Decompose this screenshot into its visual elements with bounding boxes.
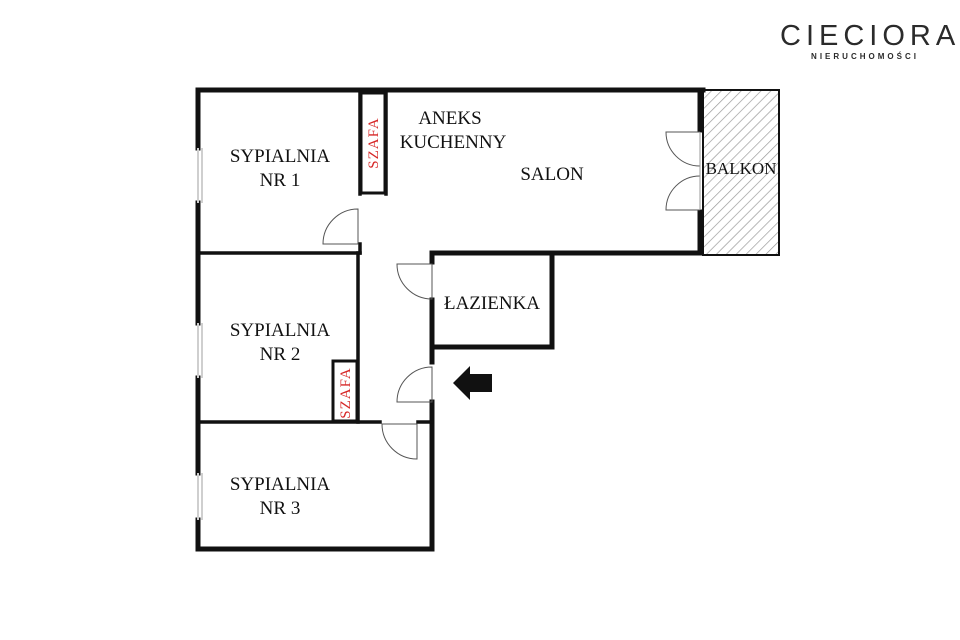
brand-subtitle: NIERUCHOMOŚCI xyxy=(811,52,919,61)
label-wardrobe-2: SZAFA xyxy=(338,367,354,418)
door-balcony-lower xyxy=(665,175,701,211)
brand-logo: CIECIORA NIERUCHOMOŚCI xyxy=(780,20,960,61)
label-wardrobe-1: SZAFA xyxy=(366,117,382,168)
label-bedroom-3-line1: SYPIALNIA xyxy=(230,474,331,495)
door-entrance xyxy=(396,366,433,403)
label-kitchenette-line1: ANEKS xyxy=(418,108,481,129)
door-bathroom xyxy=(396,263,433,300)
walls xyxy=(195,87,706,552)
doors xyxy=(322,131,701,460)
brand-name: CIECIORA xyxy=(780,20,960,52)
label-bathroom: ŁAZIENKA xyxy=(444,293,540,314)
label-balcony: BALKON xyxy=(706,159,777,178)
door-bedroom-3 xyxy=(381,423,418,460)
label-bedroom-2-line1: SYPIALNIA xyxy=(230,320,331,341)
label-bedroom-1-line2: NR 1 xyxy=(260,170,301,191)
windows xyxy=(197,148,203,520)
label-living-room: SALON xyxy=(520,164,584,185)
interior-walls xyxy=(196,90,434,424)
arrow-left-icon xyxy=(453,366,492,400)
door-balcony-upper xyxy=(665,131,701,167)
label-kitchenette-line2: KUCHENNY xyxy=(400,132,507,153)
label-bedroom-1-line1: SYPIALNIA xyxy=(230,146,331,167)
door-bedroom-1 xyxy=(322,208,359,245)
label-bedroom-2-line2: NR 2 xyxy=(260,344,301,365)
label-bedroom-3-line2: NR 3 xyxy=(260,498,301,519)
balcony-area xyxy=(702,89,780,256)
